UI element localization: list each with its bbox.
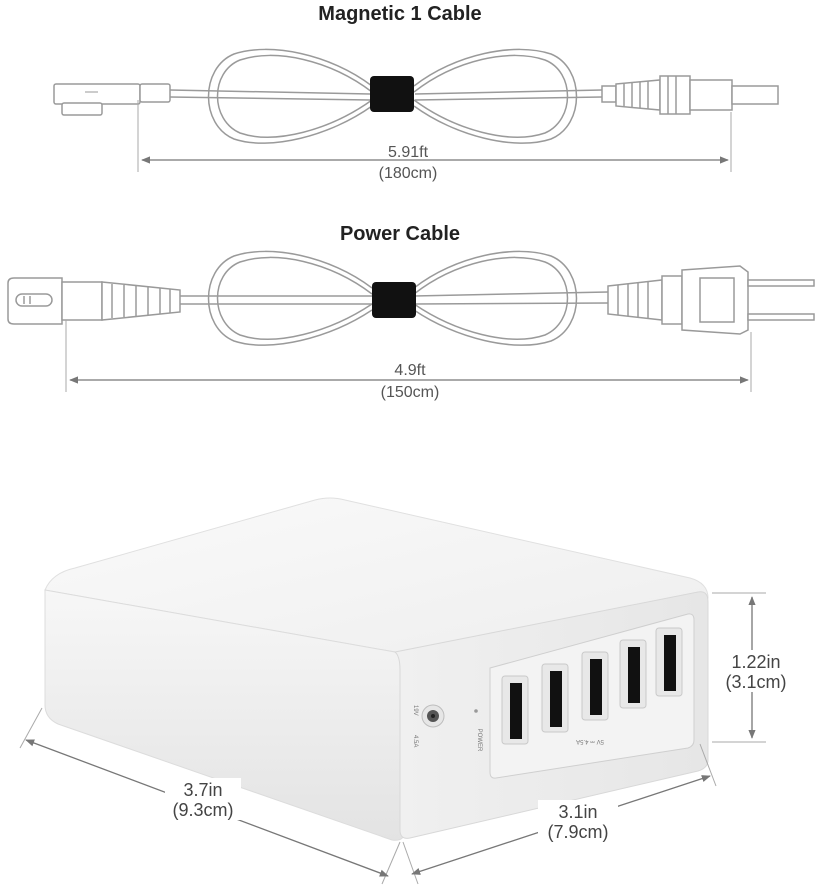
power-length-cm: (150cm) [381,384,440,401]
dc-current-label: 4.5A [412,735,418,747]
length-cm: (9.3cm) [172,800,233,820]
magnetic-cable-title: Magnetic 1 Cable [318,3,482,25]
usb-output-label: 5V ⎓ 4.5A [576,738,604,744]
magnetic-length-ft: 5.91ft [388,144,429,161]
power-cable-drawing [7,250,815,392]
width-cm: (7.9cm) [547,822,608,842]
power-label: POWER [476,729,482,752]
height-cm: (3.1cm) [725,672,786,692]
magnetic-length-cm: (180cm) [379,165,438,182]
power-cable-title: Power Cable [339,223,461,245]
cable-tie-icon [370,76,414,112]
height-in: 1.22in [731,652,780,672]
us-plug [607,265,815,392]
magsafe-connector [53,83,171,172]
cable-loop-right [413,54,569,138]
power-length-ft: 4.9ft [394,362,426,379]
width-in: 3.1in [558,802,597,822]
magnetic-cable-drawing [53,48,779,172]
c7-connector [7,277,181,392]
dc-barrel-plug [601,75,779,172]
cable-loop-left [216,54,373,138]
length-in: 3.7in [183,780,222,800]
usb-charger: POWER 19V 4.5A 5V ⎓ 4.5A [44,497,709,841]
cable-tie-icon [372,282,416,318]
power-led [474,709,478,713]
dc-voltage-label: 19V [412,705,418,716]
usb-ports [501,627,683,745]
